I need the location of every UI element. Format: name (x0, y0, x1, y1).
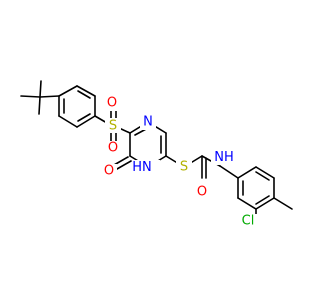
structure-canvas: O S O N O HN S NH O Cl (20, 80, 293, 229)
ring-nh-nitrogen: N (142, 160, 152, 175)
chlorine-atom: Cl (242, 214, 255, 229)
amide-nh-nitrogen: N (214, 150, 224, 165)
sulfonyl-sulfur: S (109, 119, 117, 134)
ring-nh-hydrogen: H (132, 160, 142, 175)
ring-nh-group: HN (132, 160, 152, 175)
tert-butylphenyl-ring (58, 85, 96, 128)
sulfonyl-oxygen-bottom: O (108, 141, 118, 156)
amide-nh-group: NH (214, 150, 234, 165)
sulfonyl-oxygen-top: O (107, 96, 117, 111)
amide-oxygen: O (197, 185, 207, 200)
atom-labels: O S O N O HN S NH O Cl (101, 96, 258, 229)
pyrimidine-nitrogen: N (143, 115, 153, 130)
tert-butyl-group (20, 80, 60, 115)
thioether-sulfur: S (180, 160, 188, 175)
amide-nh-hydrogen: H (224, 150, 234, 165)
molecule-drawing: O S O N O HN S NH O Cl (20, 80, 293, 229)
ring-carbonyl-oxygen: O (104, 164, 114, 179)
